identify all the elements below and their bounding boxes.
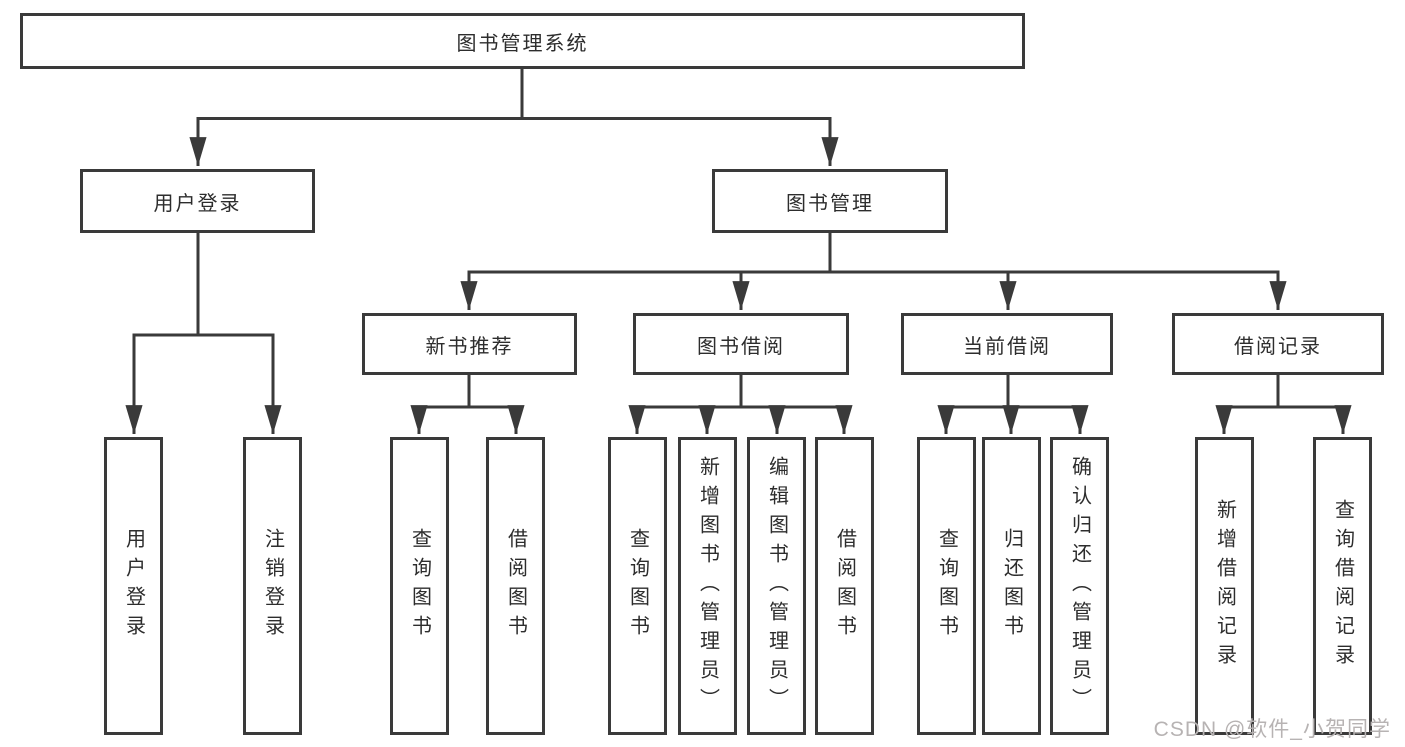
node-leaf-query-book-recommend: 查询图书 xyxy=(390,437,449,735)
node-leaf-edit-book-admin: 编辑图书（管理员） xyxy=(747,437,806,735)
node-leaf-borrow-book-recommend: 借阅图书 xyxy=(486,437,545,735)
node-leaf-add-borrow-record: 新增借阅记录 xyxy=(1195,437,1254,735)
watermark: CSDN @软件_小贺同学 xyxy=(1153,718,1391,741)
node-current-borrow: 当前借阅 xyxy=(901,313,1113,375)
node-leaf-query-book-borrow: 查询图书 xyxy=(608,437,667,735)
node-leaf-borrow-book: 借阅图书 xyxy=(815,437,874,735)
node-leaf-logout: 注销登录 xyxy=(243,437,302,735)
node-book-management-branch: 图书管理 xyxy=(712,169,948,233)
node-leaf-query-borrow-record: 查询借阅记录 xyxy=(1313,437,1372,735)
node-root-library-system: 图书管理系统 xyxy=(20,13,1025,69)
node-new-book-recommend: 新书推荐 xyxy=(362,313,577,375)
node-user-login-branch: 用户登录 xyxy=(80,169,315,233)
node-leaf-add-book-admin: 新增图书（管理员） xyxy=(678,437,737,735)
node-borrow-records: 借阅记录 xyxy=(1172,313,1384,375)
node-book-borrow: 图书借阅 xyxy=(633,313,849,375)
node-leaf-user-login: 用户登录 xyxy=(104,437,163,735)
node-leaf-return-book: 归还图书 xyxy=(982,437,1041,735)
node-leaf-confirm-return-admin: 确认归还（管理员） xyxy=(1050,437,1109,735)
node-leaf-query-book-current: 查询图书 xyxy=(917,437,976,735)
